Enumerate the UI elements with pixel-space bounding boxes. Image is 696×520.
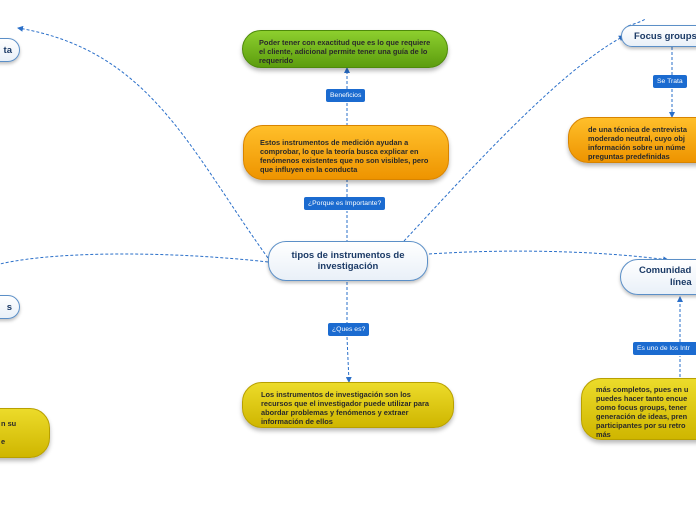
topic-comunidad[interactable]: Comunidad línea xyxy=(620,259,696,295)
importance-text: Estos instrumentos de medición ayudan a … xyxy=(260,138,429,174)
central-topic[interactable]: tipos de instrumentos de investigación xyxy=(268,241,428,281)
left-yellow-line-1: n su xyxy=(1,419,17,428)
link-central-ques xyxy=(347,282,349,382)
comunidad-description[interactable]: más completos, pues en u puedes hacer ta… xyxy=(581,378,696,440)
comunidad-line-1: Comunidad xyxy=(639,265,692,276)
comunidad-line-2: línea xyxy=(670,277,692,288)
topic-left-label: s xyxy=(6,301,12,313)
label-se-trata[interactable]: Se Trata xyxy=(653,75,687,88)
focus-groups-description[interactable]: de una técnica de entrevista moderado ne… xyxy=(568,117,696,163)
focus-groups-description-text: de una técnica de entrevista moderado ne… xyxy=(588,125,687,161)
link-central-toplefttopic xyxy=(17,25,269,259)
topic-focus-groups[interactable]: Focus groups xyxy=(621,25,696,47)
benefits-node[interactable]: Poder tener con exactitud que es lo que … xyxy=(242,30,448,68)
focus-groups-label: Focus groups xyxy=(634,30,696,42)
comunidad-description-text: más completos, pues en u puedes hacer ta… xyxy=(596,385,689,439)
label-ques[interactable]: ¿Ques es? xyxy=(328,323,370,336)
label-es-uno[interactable]: Es uno de los Intr xyxy=(633,342,696,355)
topic-left[interactable]: s xyxy=(0,295,20,319)
label-porque[interactable]: ¿Porque es Importante? xyxy=(304,197,386,210)
definition-node[interactable]: Los instrumentos de investigación son lo… xyxy=(242,382,454,428)
topic-top-left-label: ta xyxy=(3,44,12,56)
left-yellow-node[interactable]: n su e xyxy=(0,408,50,458)
definition-text: Los instrumentos de investigación son lo… xyxy=(261,390,429,426)
left-yellow-line-2: e xyxy=(1,437,6,446)
benefits-text: Poder tener con exactitud que es lo que … xyxy=(259,38,431,65)
link-central-comunidad xyxy=(428,250,669,263)
topic-top-left[interactable]: ta xyxy=(0,38,20,62)
link-central-focus xyxy=(403,35,625,242)
label-beneficios[interactable]: Beneficios xyxy=(326,89,366,102)
importance-node[interactable]: Estos instrumentos de medición ayudan a … xyxy=(243,125,449,180)
central-topic-label: tipos de instrumentos de investigación xyxy=(291,250,405,272)
link-central-left xyxy=(0,253,269,265)
